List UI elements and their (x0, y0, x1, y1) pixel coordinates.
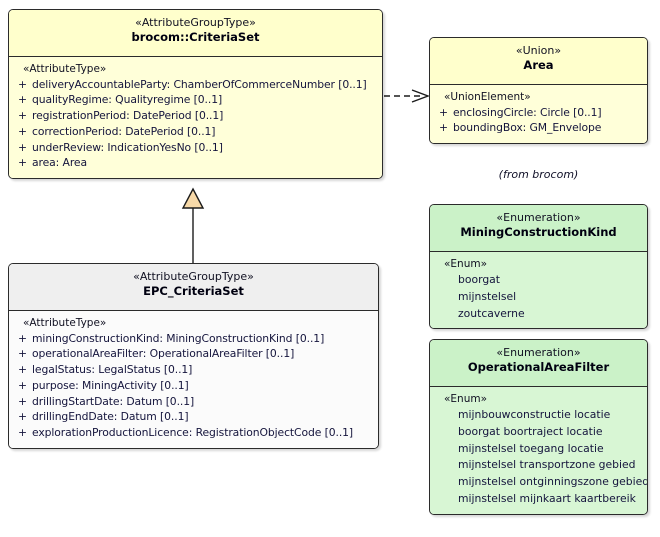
attribute-visibility: + (438, 121, 449, 135)
enumeration-header-operationalareafilter: «Enumeration» OperationalAreaFilter (430, 340, 647, 387)
enum-literal: mijnstelsel transportzone gebied (458, 458, 636, 472)
class-name: brocom::CriteriaSet (131, 30, 260, 45)
attribute-visibility: + (17, 363, 28, 377)
class-stereotype: «AttributeGroupType» (133, 270, 254, 283)
attribute-group-stereotype: «AttributeType» (23, 63, 107, 75)
class-header-epc-criteriaset: «AttributeGroupType» EPC_CriteriaSet (9, 264, 378, 311)
attribute-signature: correctionPeriod: DatePeriod [0..1] (32, 124, 216, 138)
generalization-epc-to-criteriaset (181, 187, 205, 263)
enumeration-box-operationalareafilter[interactable]: «Enumeration» OperationalAreaFilter «Enu… (429, 339, 648, 515)
enumeration-header-miningconstructionkind: «Enumeration» MiningConstructionKind (430, 205, 647, 252)
attribute-signature: registrationPeriod: DatePeriod [0..1] (32, 109, 224, 123)
attribute-row: + operationalAreaFilter: OperationalArea… (13, 347, 374, 363)
class-header-brocom-criteriaset: «AttributeGroupType» brocom::CriteriaSet (9, 10, 382, 57)
enum-group-stereotype: «Enum» (444, 393, 488, 405)
attribute-signature: explorationProductionLicence: Registrati… (32, 426, 354, 440)
attribute-row: + boundingBox: GM_Envelope (434, 121, 643, 137)
enumeration-name: OperationalAreaFilter (467, 360, 610, 375)
attribute-visibility: + (17, 394, 28, 408)
attribute-row: + deliveryAccountableParty: ChamberOfCom… (13, 77, 378, 93)
attribute-signature: miningConstructionKind: MiningConstructi… (32, 331, 325, 345)
attribute-row: + registrationPeriod: DatePeriod [0..1] (13, 109, 378, 125)
attribute-visibility: + (17, 77, 28, 91)
enumeration-literals-operationalareafilter: «Enum» mijnbouwconstructie locatie boorg… (430, 387, 647, 514)
attribute-signature: operationalAreaFilter: OperationalAreaFi… (32, 347, 295, 361)
attribute-visibility: + (17, 140, 28, 154)
attribute-signature: drillingStartDate: Datum [0..1] (32, 394, 195, 408)
enumeration-stereotype: «Enumeration» (496, 346, 581, 359)
attribute-visibility: + (17, 410, 28, 424)
attribute-visibility: + (438, 105, 449, 119)
attribute-visibility: + (17, 93, 28, 107)
class-stereotype: «AttributeGroupType» (135, 16, 256, 29)
attribute-group-stereotype: «UnionElement» (444, 91, 531, 103)
enumeration-name: MiningConstructionKind (460, 225, 617, 240)
enum-literal: boorgat (458, 273, 501, 286)
enumeration-literals-miningconstructionkind: «Enum» boorgat mijnstelsel zoutcaverne (430, 252, 647, 329)
attribute-visibility: + (17, 426, 28, 440)
enumeration-stereotype: «Enumeration» (496, 211, 581, 224)
enum-literal: zoutcaverne (458, 306, 525, 320)
class-box-epc-criteriaset[interactable]: «AttributeGroupType» EPC_CriteriaSet «At… (8, 263, 379, 449)
class-box-brocom-criteriaset[interactable]: «AttributeGroupType» brocom::CriteriaSet… (8, 9, 383, 179)
class-name: Area (523, 58, 554, 73)
attribute-visibility: + (17, 124, 28, 138)
attribute-row: + explorationProductionLicence: Registra… (13, 426, 374, 442)
attribute-row: + drillingEndDate: Datum [0..1] (13, 410, 374, 426)
attribute-signature: purpose: MiningActivity [0..1] (32, 378, 189, 392)
enum-literal: boorgat boortraject locatie (458, 424, 603, 438)
enum-literal: mijnstelsel toegang locatie (458, 441, 604, 455)
enum-literal: mijnbouwconstructie locatie (458, 408, 611, 421)
dependency-criteriaset-to-area (384, 89, 430, 103)
attribute-visibility: + (17, 156, 28, 170)
enum-literal: mijnstelsel (458, 289, 517, 303)
enum-literal: mijnstelsel ontginningszone gebied (458, 475, 648, 489)
attribute-signature: area: Area (32, 156, 87, 170)
enumeration-box-miningconstructionkind[interactable]: «Enumeration» MiningConstructionKind «En… (429, 204, 648, 330)
class-stereotype: «Union» (515, 44, 562, 57)
attribute-signature: drillingEndDate: Datum [0..1] (32, 410, 189, 424)
attribute-row: + enclosingCircle: Circle [0..1] (434, 105, 643, 121)
attribute-row: + purpose: MiningActivity [0..1] (13, 378, 374, 394)
attribute-visibility: + (17, 378, 28, 392)
enum-literal: mijnstelsel mijnkaart kaartbereik (458, 491, 636, 505)
attribute-visibility: + (17, 109, 28, 123)
attribute-row: + drillingStartDate: Datum [0..1] (13, 394, 374, 410)
attribute-signature: qualityRegime: Qualityregime [0..1] (32, 93, 223, 107)
attribute-signature: legalStatus: LegalStatus [0..1] (32, 363, 193, 377)
package-origin-note: (from brocom) (498, 168, 579, 181)
attribute-visibility: + (17, 331, 28, 345)
attribute-signature: underReview: IndicationYesNo [0..1] (32, 140, 223, 154)
class-attributes-brocom-criteriaset: «AttributeType» + deliveryAccountablePar… (9, 57, 382, 178)
class-name: EPC_CriteriaSet (143, 284, 244, 299)
class-attributes-epc-criteriaset: «AttributeType» + miningConstructionKind… (9, 311, 378, 448)
attribute-row: + qualityRegime: Qualityregime [0..1] (13, 93, 378, 109)
class-attributes-area: «UnionElement» + enclosingCircle: Circle… (430, 85, 647, 143)
attribute-signature: enclosingCircle: Circle [0..1] (453, 105, 602, 119)
class-box-area[interactable]: «Union» Area «UnionElement» + enclosingC… (429, 37, 648, 144)
class-header-area: «Union» Area (430, 38, 647, 85)
attribute-group-stereotype: «AttributeType» (23, 317, 107, 329)
attribute-row: + miningConstructionKind: MiningConstruc… (13, 331, 374, 347)
attribute-row: + area: Area (13, 156, 378, 172)
attribute-signature: deliveryAccountableParty: ChamberOfComme… (32, 77, 367, 91)
attribute-row: + underReview: IndicationYesNo [0..1] (13, 140, 378, 156)
attribute-visibility: + (17, 347, 28, 361)
enum-group-stereotype: «Enum» (444, 258, 488, 270)
attribute-signature: boundingBox: GM_Envelope (453, 121, 602, 135)
attribute-row: + correctionPeriod: DatePeriod [0..1] (13, 124, 378, 140)
attribute-row: + legalStatus: LegalStatus [0..1] (13, 363, 374, 379)
